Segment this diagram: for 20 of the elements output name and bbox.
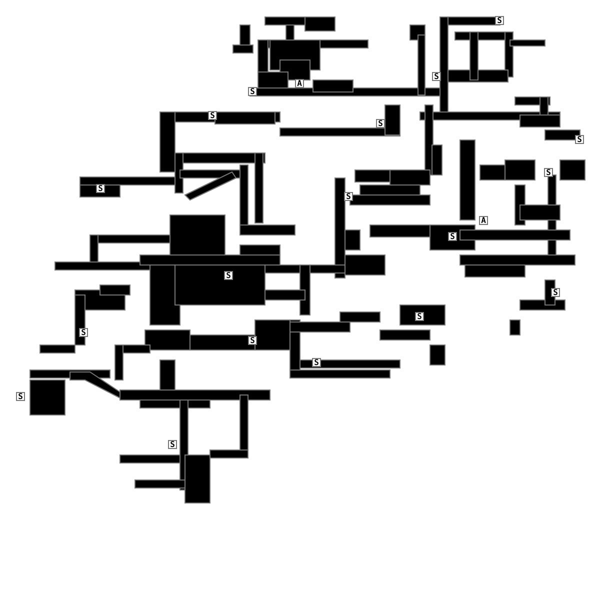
map-symbol: S — [575, 135, 584, 144]
map-symbol: S — [344, 192, 353, 201]
map-symbol: S — [415, 312, 424, 321]
map-symbol: S — [551, 288, 560, 297]
map-symbol: S — [168, 440, 177, 449]
map-symbol: S — [376, 119, 385, 128]
map-symbol: S — [312, 358, 321, 367]
map-symbol: S — [96, 184, 105, 193]
map-symbol: S — [448, 232, 457, 241]
map-symbol: S — [248, 87, 257, 96]
map-symbol: S — [79, 328, 88, 337]
map-symbol: A — [479, 216, 488, 225]
map-symbol: S — [495, 16, 504, 25]
map-symbol: S — [432, 72, 441, 81]
map-symbol: S — [208, 111, 217, 120]
map-symbol: S — [224, 271, 233, 280]
map-symbol: A — [295, 79, 304, 88]
map-symbol: S — [16, 392, 25, 401]
map-symbol: S — [248, 336, 257, 345]
map-symbol: S — [544, 168, 553, 177]
